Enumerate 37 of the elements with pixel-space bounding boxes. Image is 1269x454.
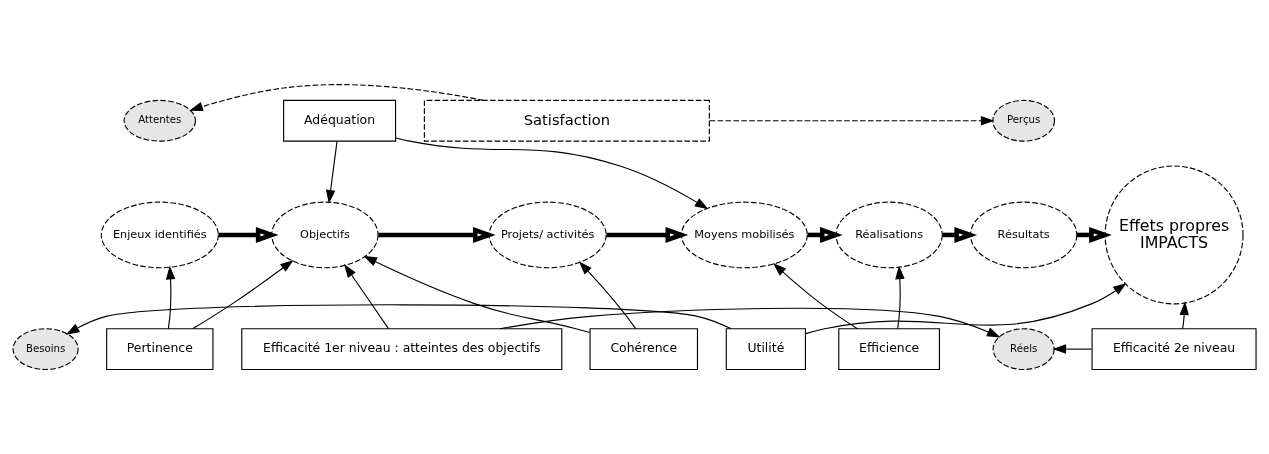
arrow [606, 227, 689, 243]
node-ellipse: Réels [992, 328, 1055, 371]
arrow [1179, 301, 1189, 330]
node-box: Efficacité 1er niveau : atteintes des objectifs [241, 328, 563, 371]
arrow [895, 265, 905, 330]
node-ellipse: Besoins [12, 328, 79, 371]
arrow [344, 264, 390, 330]
arrow [66, 304, 732, 335]
arrow [218, 227, 279, 243]
arrow [709, 116, 995, 126]
node-box: Pertinence [106, 328, 214, 371]
arrow [325, 140, 338, 204]
arrow [165, 265, 176, 330]
node-ellipse: Enjeux identifiés [100, 201, 219, 269]
node-box: Cohérence [589, 328, 699, 371]
node-ellipse: Résultats [969, 201, 1078, 269]
arrow [805, 282, 1127, 335]
arrow [192, 259, 294, 330]
node-box: Adéquation [283, 99, 397, 142]
node-ellipse: Réalisations [835, 201, 943, 269]
node-ellipse: Moyens mobilisés [680, 201, 808, 269]
node-box: Efficience [838, 328, 940, 371]
arrow [378, 227, 496, 243]
node-box: Utilité [725, 328, 806, 371]
arrow [499, 307, 1001, 338]
node-box: Satisfaction [423, 99, 710, 142]
node-ellipse: Attentes [123, 99, 196, 142]
arrow [578, 261, 637, 330]
arrow [363, 255, 591, 334]
arrow [772, 263, 858, 330]
arrow [395, 137, 709, 210]
arrow [189, 84, 484, 112]
arrow [1052, 344, 1093, 354]
node-ellipse: Perçus [992, 99, 1056, 142]
node-ellipse: Projets/ activités [488, 201, 607, 269]
node-circle: Effets propres IMPACTS [1104, 165, 1244, 305]
node-box: Efficacité 2e niveau [1091, 328, 1257, 371]
